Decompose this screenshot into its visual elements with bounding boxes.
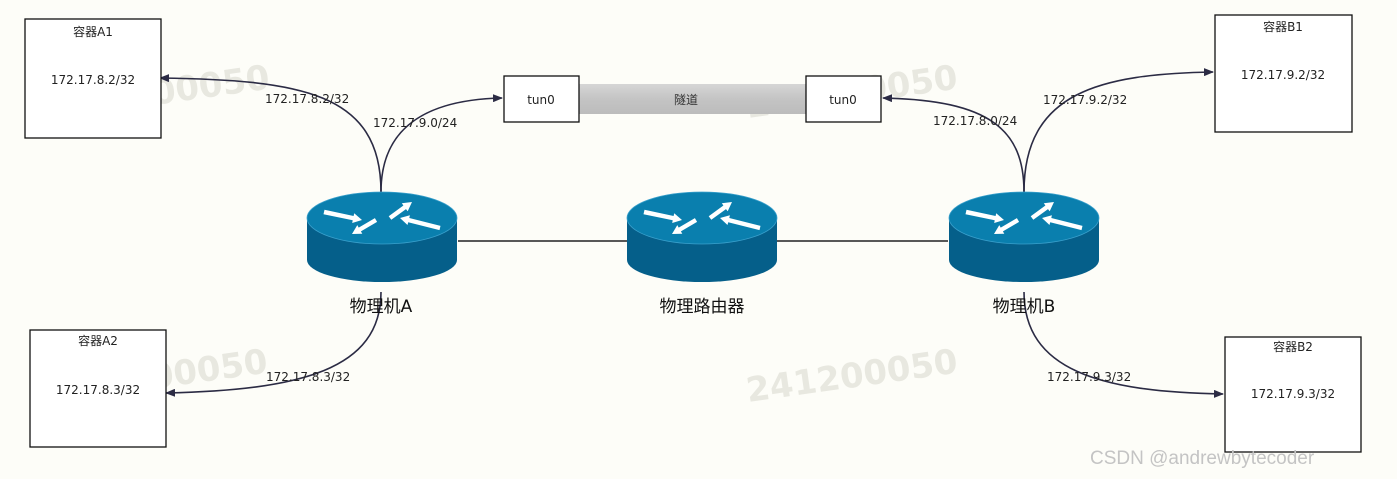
router-icon <box>306 191 458 282</box>
container-b2-title: 容器B2 <box>1273 339 1313 354</box>
router-icon <box>948 191 1100 282</box>
container-b1: 容器B1 172.17.9.2/32 <box>1214 14 1353 133</box>
edge-label-b1: 172.17.9.2/32 <box>1043 93 1127 107</box>
container-a2-title: 容器A2 <box>78 333 118 348</box>
route-a-to-a2 <box>165 291 382 397</box>
container-b2: 容器B2 172.17.9.3/32 <box>1224 336 1362 453</box>
edge-label-b-tun: 172.17.8.0/24 <box>933 114 1017 128</box>
route-a-to-a1 <box>159 74 382 193</box>
router-label-core: 物理路由器 <box>660 297 745 317</box>
container-a1: 容器A1 172.17.8.2/32 <box>24 18 162 139</box>
tun0-left: tun0 <box>503 75 580 123</box>
container-a2-ip: 172.17.8.3/32 <box>56 383 140 397</box>
container-a1-title: 容器A1 <box>73 24 113 39</box>
edge-label-a-tun: 172.17.9.0/24 <box>373 116 457 130</box>
router-icon <box>626 191 778 282</box>
container-b2-ip: 172.17.9.3/32 <box>1251 387 1335 401</box>
csdn-credit: CSDN @andrewbytecoder <box>1090 448 1315 469</box>
edge-label-a2: 172.17.8.3/32 <box>266 370 350 384</box>
router-label-host-b: 物理机B <box>993 297 1056 317</box>
tun0-right-label: tun0 <box>829 93 857 107</box>
route-a-to-tun <box>380 94 503 193</box>
edge-label-a1: 172.17.8.2/32 <box>265 92 349 106</box>
router-label-host-a: 物理机A <box>350 297 413 317</box>
tunnel: 隧道 <box>558 83 825 115</box>
watermark: 241200050 <box>744 342 960 411</box>
container-b1-ip: 172.17.9.2/32 <box>1241 68 1325 82</box>
route-b-to-tun <box>882 94 1025 193</box>
container-b1-title: 容器B1 <box>1263 19 1303 34</box>
edge-label-b2: 172.17.9.3/32 <box>1047 370 1131 384</box>
tun0-left-label: tun0 <box>527 93 555 107</box>
route-b-to-b1 <box>1023 68 1214 193</box>
tun0-right: tun0 <box>805 75 882 123</box>
route-b-to-b2 <box>1023 291 1224 398</box>
tunnel-label: 隧道 <box>674 92 698 107</box>
container-a1-ip: 172.17.8.2/32 <box>51 73 135 87</box>
container-a2: 容器A2 172.17.8.3/32 <box>29 329 167 448</box>
